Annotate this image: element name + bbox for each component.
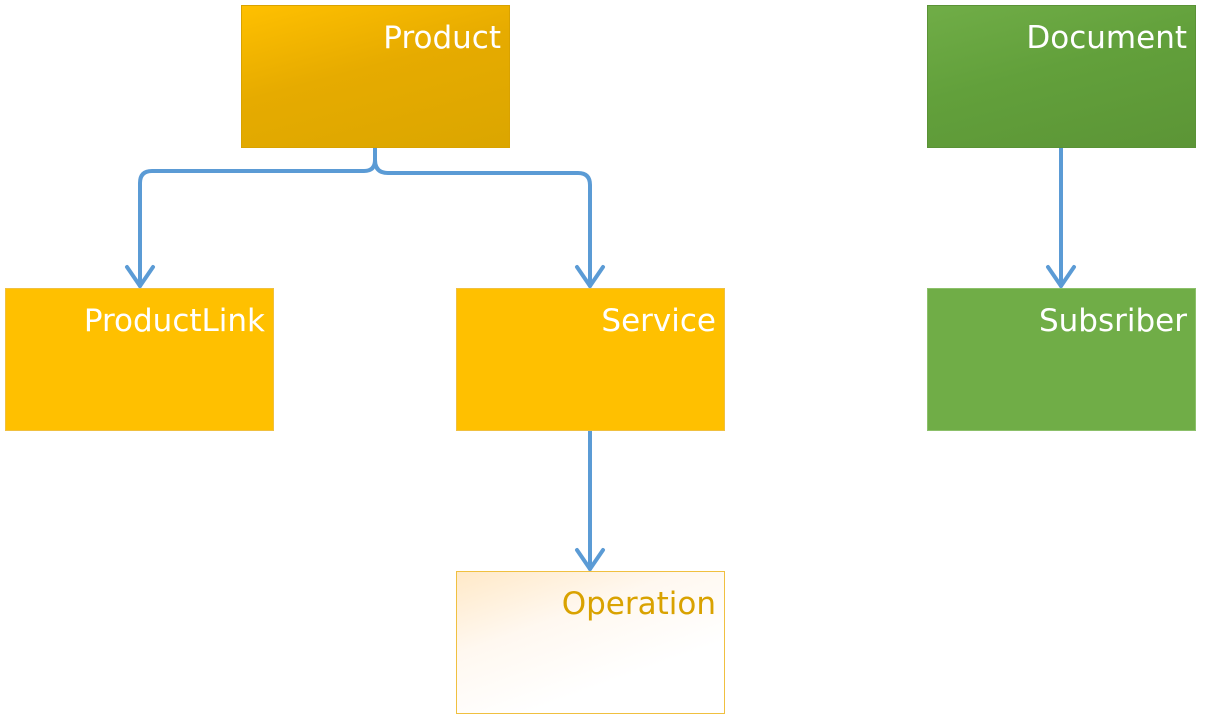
document-node: Document [927, 5, 1196, 148]
connector-product-service [373, 158, 592, 288]
operation-node: Operation [456, 571, 725, 714]
arrowhead-operation [575, 548, 605, 571]
service-node: Service [456, 288, 725, 431]
productlink-node: ProductLink [5, 288, 274, 431]
operation-label: Operation [561, 586, 716, 622]
productlink-label: ProductLink [83, 303, 265, 339]
product-node: Product [241, 5, 510, 148]
connector-product-productlink [138, 146, 377, 288]
product-label: Product [383, 20, 501, 56]
subscriber-label: Subsriber [1038, 303, 1187, 339]
service-label: Service [601, 303, 716, 339]
arrowhead-service [575, 265, 605, 288]
document-label: Document [1026, 20, 1187, 56]
subscriber-node: Subsriber [927, 288, 1196, 431]
arrowhead-subscriber [1046, 265, 1076, 288]
arrowhead-productlink [125, 265, 155, 288]
